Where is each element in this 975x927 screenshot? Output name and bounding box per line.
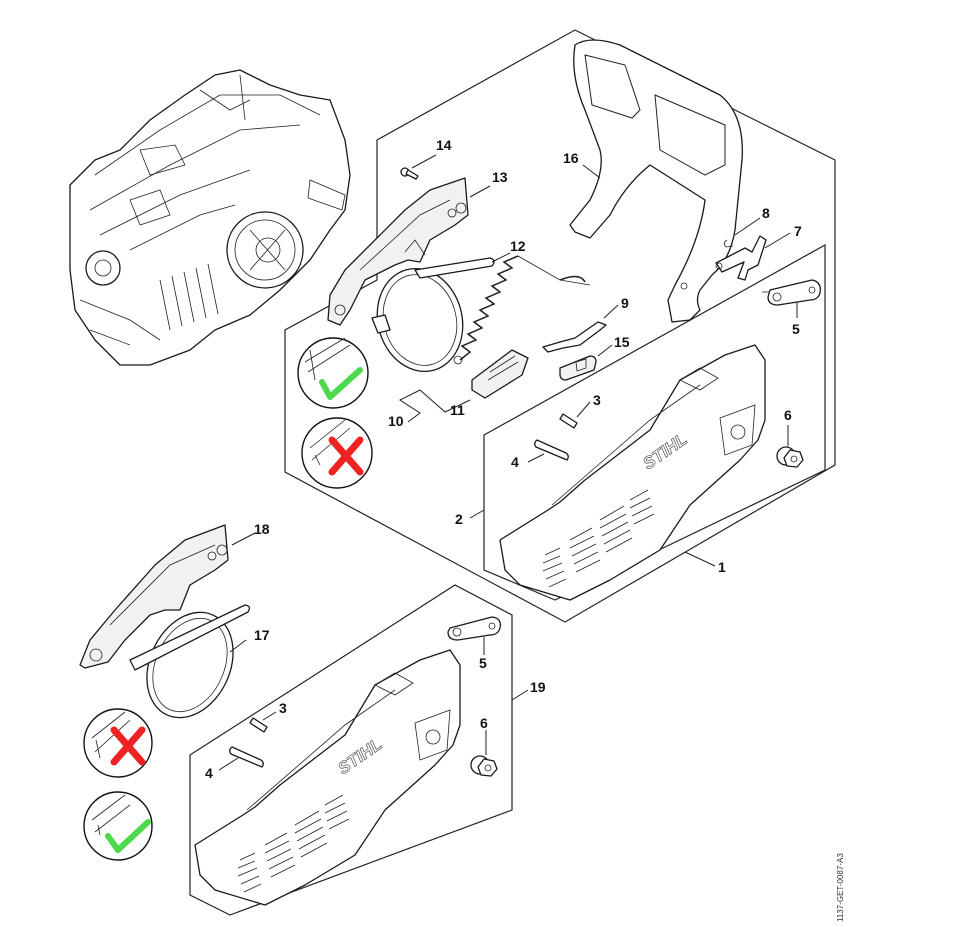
leader-lines [218,154,798,771]
callout-19: 19 [530,679,546,695]
cover-vent-grille [542,489,655,588]
check-icon [319,367,363,400]
callout-13: 13 [492,169,508,185]
cross-icon [328,436,364,476]
install-indicator-correct-upper [297,337,369,409]
callout-5-upper: 5 [792,321,800,337]
callout-15: 15 [614,334,630,350]
install-indicator-incorrect-lower [83,708,153,778]
callout-4-lower: 4 [205,765,213,781]
callout-5-lower: 5 [479,655,487,671]
spring-part-10 [453,255,591,365]
install-indicator-correct-lower [83,791,153,861]
cover-vent-grille-lower [237,794,350,893]
callout-4-upper: 4 [511,454,519,470]
callout-10: 10 [388,413,404,429]
bolt-link-part-5-upper [762,279,821,306]
callout-1: 1 [718,559,726,575]
callout-12: 12 [510,238,526,254]
check-icon [105,819,151,853]
hand-guard-part-16 [569,39,743,323]
callout-labels: 1 2 3 4 5 6 7 8 9 10 11 12 13 14 15 16 1… [205,137,802,781]
stud-part-3-upper [559,413,578,429]
callout-3-upper: 3 [593,392,601,408]
pin-part-4-upper [534,439,569,461]
lower-assembly-frame [189,584,513,916]
clip-part-9 [542,321,607,353]
nut-part-6-upper [776,446,804,468]
lever-parts-7-8 [715,235,767,281]
callout-17: 17 [254,627,270,643]
screw-part-14 [400,167,419,180]
cover-assembly-frame [483,243,826,601]
callout-9: 9 [621,295,629,311]
callout-8: 8 [762,205,770,221]
callout-3-lower: 3 [279,700,287,716]
sprocket-cover-part-1: STIHL [499,344,766,601]
brake-band-part-12 [371,257,495,373]
brake-bracket-part-18 [79,524,229,669]
callout-14: 14 [436,137,452,153]
cross-icon [110,726,146,766]
brake-band-part-17 [129,604,251,719]
stud-part-3-lower [249,717,268,733]
plate-part-15 [559,355,597,381]
callout-6-lower: 6 [480,715,488,731]
callout-6-upper: 6 [784,407,792,423]
callout-7: 7 [794,223,802,239]
pin-part-4-lower [229,746,264,768]
nut-part-6-lower [470,755,498,777]
sprocket-cover-part-19: STIHL [194,649,461,906]
callout-16: 16 [563,150,579,166]
slider-part-11 [471,349,529,399]
engine-housing-illustration [69,69,351,366]
bolt-link-part-5-lower [447,616,501,641]
callout-18: 18 [254,521,270,537]
brake-bracket-part-13 [327,177,469,326]
drawing-reference: 1137-GET-0087-A3 [836,853,845,922]
callout-11: 11 [450,402,465,418]
install-indicator-incorrect-upper [301,417,373,489]
callout-2: 2 [455,511,463,527]
